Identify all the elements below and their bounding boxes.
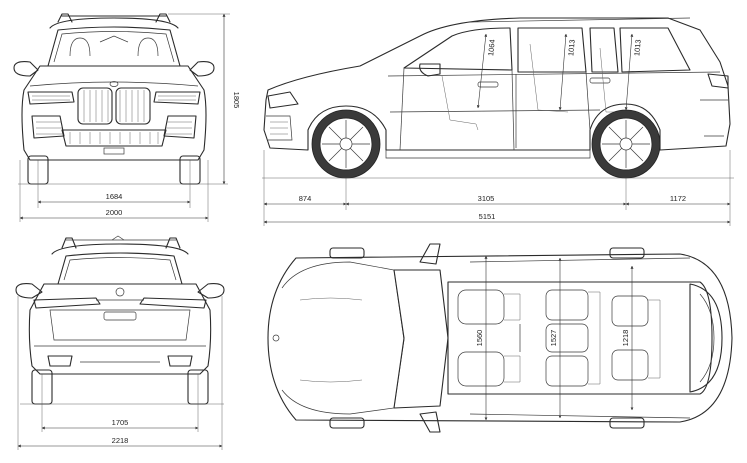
dim-front-track: 1684 [106, 192, 123, 201]
dim-rear-overhang: 1172 [670, 194, 686, 203]
rear-view-dimensions: 1705 2218 [17, 296, 223, 450]
dim-headroom-row2: 1013 [566, 39, 576, 56]
front-view-dimensions: 1684 2000 1805 [19, 13, 241, 222]
side-view-dimensions: 874 3105 1172 5151 [263, 150, 731, 226]
dim-headroom-row1: 1064 [486, 39, 497, 57]
dim-headroom-row3: 1013 [632, 39, 642, 56]
top-view-dimensions: 1560 1527 1218 [475, 255, 634, 421]
dim-front-width: 2000 [106, 208, 123, 217]
dim-length: 5151 [479, 212, 496, 221]
top-view [267, 243, 733, 433]
headroom-labels: 1064 1013 1013 [486, 39, 643, 57]
dim-rear-track: 1705 [112, 418, 129, 427]
dim-wheelbase: 3105 [478, 194, 495, 203]
dim-height: 1805 [232, 92, 241, 109]
rear-view [15, 235, 225, 405]
side-view [262, 17, 734, 179]
dim-shoulder-row2: 1527 [549, 330, 558, 347]
dim-shoulder-row1: 1560 [475, 330, 484, 347]
dim-front-overhang: 874 [299, 194, 312, 203]
front-view [13, 13, 228, 185]
dim-mirror-width: 2218 [112, 436, 129, 445]
dim-shoulder-row3: 1218 [621, 330, 630, 347]
